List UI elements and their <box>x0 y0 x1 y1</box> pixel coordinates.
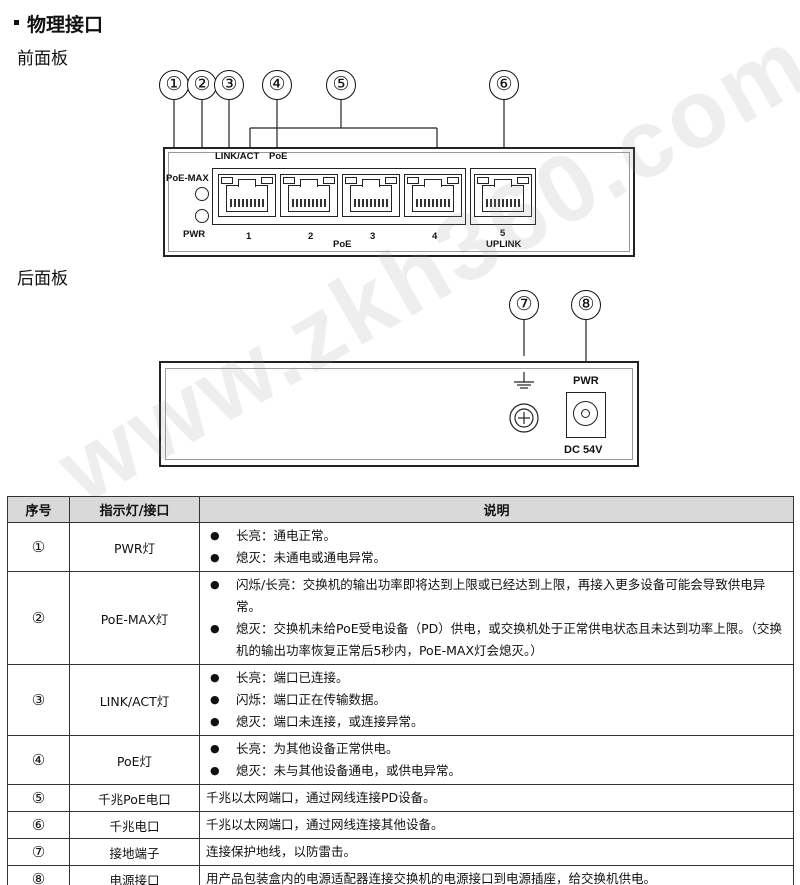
back-panel-label: 后面板 <box>17 269 68 289</box>
back-panel-inner-edge <box>165 368 633 460</box>
bullet-item: 熄灭：未与其他设备通电，或供电异常。 <box>206 760 787 782</box>
row-number: ② <box>7 571 70 665</box>
rj45-port-5-icon <box>474 174 532 217</box>
port-number-3: 3 <box>370 231 376 242</box>
row-number: ⑥ <box>7 811 70 839</box>
bullet-item: 熄灭：端口未连接，或连接异常。 <box>206 711 787 733</box>
link-act-label: LINK/ACT <box>215 151 260 162</box>
callout-7: ⑦ <box>509 290 539 320</box>
rj45-port-3-icon <box>342 174 400 217</box>
bullet-item: 闪烁：端口正在传输数据。 <box>206 689 787 711</box>
header-name: 指示灯/接口 <box>69 496 200 523</box>
port-number-1: 1 <box>246 231 252 242</box>
row-name: 电源接口 <box>69 865 200 885</box>
port-number-5: 5 <box>500 228 506 239</box>
row-description: 长亮：为其他设备正常供电。 熄灭：未与其他设备通电，或供电异常。 <box>199 735 794 785</box>
bullet-item: 长亮：为其他设备正常供电。 <box>206 738 787 760</box>
row-description: 千兆以太网端口，通过网线连接其他设备。 <box>199 811 794 839</box>
poe-max-label: PoE-MAX <box>166 173 209 184</box>
bullet-item: 熄灭：交换机未给PoE受电设备（PD）供电，或交换机处于正常供电状态且未达到功率… <box>206 618 787 662</box>
uplink-group-label: UPLINK <box>483 239 525 250</box>
row-name: PWR灯 <box>69 522 200 572</box>
rj45-port-1-icon <box>218 174 276 217</box>
header-number: 序号 <box>7 496 70 523</box>
row-description: 长亮：端口已连接。 闪烁：端口正在传输数据。 熄灭：端口未连接，或连接异常。 <box>199 664 794 736</box>
poe-label: PoE <box>269 151 288 162</box>
dc-power-jack-icon <box>566 392 606 438</box>
row-name: 千兆电口 <box>69 811 200 839</box>
table-row: ③ LINK/ACT灯 长亮：端口已连接。 闪烁：端口正在传输数据。 熄灭：端口… <box>7 664 794 736</box>
pwr-label: PWR <box>183 229 206 240</box>
poe-port-group <box>212 168 466 225</box>
table-row: ① PWR灯 长亮：通电正常。 熄灭：未通电或通电异常。 <box>7 522 794 572</box>
rj45-port-4-icon <box>404 174 462 217</box>
poe-max-led-icon <box>195 187 209 201</box>
row-name: 千兆PoE电口 <box>69 784 200 812</box>
poe-group-label: PoE <box>330 239 355 250</box>
row-number: ③ <box>7 664 70 736</box>
callout-5: ⑤ <box>326 70 356 100</box>
interface-table: 序号 指示灯/接口 说明 ① PWR灯 长亮：通电正常。 熄灭：未通电或通电异常… <box>7 496 794 885</box>
row-number: ⑦ <box>7 838 70 866</box>
table-row: ⑥ 千兆电口 千兆以太网端口，通过网线连接其他设备。 <box>7 811 794 839</box>
callout-8: ⑧ <box>571 290 601 320</box>
table-row: ⑤ 千兆PoE电口 千兆以太网端口，通过网线连接PD设备。 <box>7 784 794 812</box>
square-bullet-icon <box>14 20 19 25</box>
table-row: ④ PoE灯 长亮：为其他设备正常供电。 熄灭：未与其他设备通电，或供电异常。 <box>7 735 794 785</box>
port-number-2: 2 <box>308 231 314 242</box>
callout-6: ⑥ <box>489 70 519 100</box>
row-name: LINK/ACT灯 <box>69 664 200 736</box>
bullet-item: 长亮：端口已连接。 <box>206 667 787 689</box>
row-description: 闪烁/长亮：交换机的输出功率即将达到上限或已经达到上限，再接入更多设备可能会导致… <box>199 571 794 665</box>
front-panel-label: 前面板 <box>17 49 68 69</box>
row-description: 长亮：通电正常。 熄灭：未通电或通电异常。 <box>199 522 794 572</box>
dc-voltage-label: DC 54V <box>564 444 603 456</box>
rj45-port-2-icon <box>280 174 338 217</box>
section-title: 物理接口 <box>14 10 103 37</box>
table-row: ② PoE-MAX灯 闪烁/长亮：交换机的输出功率即将达到上限或已经达到上限，再… <box>7 571 794 665</box>
row-number: ① <box>7 522 70 572</box>
header-description: 说明 <box>199 496 794 523</box>
row-description: 连接保护地线，以防雷击。 <box>199 838 794 866</box>
callout-1: ① <box>159 70 189 100</box>
back-panel-body <box>159 361 639 467</box>
table-row: ⑦ 接地端子 连接保护地线，以防雷击。 <box>7 838 794 866</box>
callout-4: ④ <box>262 70 292 100</box>
callout-2: ② <box>187 70 217 100</box>
port-number-4: 4 <box>432 231 438 242</box>
row-name: PoE-MAX灯 <box>69 571 200 665</box>
front-panel-inner-edge <box>168 152 630 252</box>
row-name: 接地端子 <box>69 838 200 866</box>
uplink-port-group <box>470 168 536 225</box>
table-header-row: 序号 指示灯/接口 说明 <box>7 496 794 523</box>
row-description: 用产品包装盒内的电源适配器连接交换机的电源接口到电源插座，给交换机供电。 <box>199 865 794 885</box>
pwr-led-icon <box>195 209 209 223</box>
bullet-item: 长亮：通电正常。 <box>206 525 787 547</box>
row-number: ⑤ <box>7 784 70 812</box>
ground-terminal-icon <box>509 372 539 433</box>
bullet-item: 熄灭：未通电或通电异常。 <box>206 547 787 569</box>
row-name: PoE灯 <box>69 735 200 785</box>
row-number: ⑧ <box>7 865 70 885</box>
back-pwr-label: PWR <box>573 375 599 387</box>
callout-3: ③ <box>214 70 244 100</box>
table-row: ⑧ 电源接口 用产品包装盒内的电源适配器连接交换机的电源接口到电源插座，给交换机… <box>7 865 794 885</box>
row-number: ④ <box>7 735 70 785</box>
bullet-item: 闪烁/长亮：交换机的输出功率即将达到上限或已经达到上限，再接入更多设备可能会导致… <box>206 574 787 618</box>
row-description: 千兆以太网端口，通过网线连接PD设备。 <box>199 784 794 812</box>
